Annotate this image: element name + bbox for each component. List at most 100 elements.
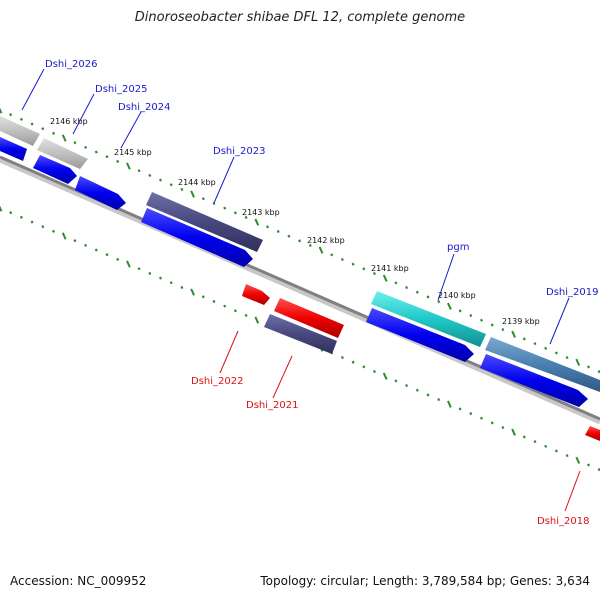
tick-mark [382, 274, 388, 282]
tick-mark [84, 145, 88, 149]
leader-line [272, 355, 293, 399]
tick-mark [565, 454, 569, 458]
tick-mark [244, 215, 248, 220]
tick-mark [426, 393, 430, 397]
tick-mark [190, 288, 195, 296]
tick-mark [61, 134, 67, 142]
tick-mark [501, 426, 505, 430]
leader-line [213, 156, 235, 204]
tick-mark [394, 281, 398, 285]
tick-mark [0, 107, 3, 114]
tick-mark [501, 328, 505, 332]
tick-mark [533, 440, 537, 444]
tick-mark [9, 113, 13, 117]
tick-mark [126, 260, 131, 268]
gene-label-dshi-2025[interactable]: Dshi_2025 [95, 84, 147, 95]
tick-mark [137, 169, 141, 173]
tick-mark [61, 232, 67, 240]
tick-mark [126, 162, 131, 170]
kbp-label: 2144 kbp [178, 178, 216, 187]
tick-mark [447, 302, 452, 310]
tick-mark [73, 239, 77, 243]
tick-mark [116, 159, 120, 163]
tick-mark [351, 360, 355, 364]
gene-label-dshi-2023[interactable]: Dshi_2023 [213, 146, 265, 157]
tick-mark [362, 267, 366, 271]
tick-mark [480, 318, 483, 322]
tick-mark [373, 369, 376, 374]
kbp-label: 2141 kbp [371, 264, 409, 273]
tick-mark [148, 271, 152, 275]
kbp-label: 2146 kbp [50, 117, 88, 126]
tick-mark [105, 253, 109, 257]
cds-arrow[interactable] [366, 308, 474, 362]
tick-mark [480, 416, 483, 420]
gene-feature-dshi-2022-a[interactable] [242, 284, 270, 305]
gene-feature-dshi-2023[interactable] [146, 192, 263, 252]
gene-feature-dshi-2019[interactable] [485, 337, 600, 392]
gene-label-dshi-2022[interactable]: Dshi_2022 [191, 376, 243, 387]
gene-label-dshi-2024[interactable]: Dshi_2024 [118, 102, 170, 113]
tick-mark [458, 309, 462, 313]
tick-mark [52, 131, 55, 135]
tick-mark [30, 220, 34, 224]
tick-mark [415, 388, 419, 392]
tick-mark [137, 267, 141, 271]
tick-mark [522, 435, 526, 439]
tick-mark [330, 253, 334, 257]
leader-line [120, 111, 142, 149]
tick-mark [554, 449, 558, 453]
gene-feature-dshi-2025[interactable] [37, 138, 88, 169]
tick-mark [575, 358, 581, 366]
gene-feature-dshi-2021[interactable] [264, 314, 337, 354]
tick-mark [0, 205, 3, 212]
tick-mark [415, 290, 419, 294]
genome-backbone-shadow [0, 157, 600, 425]
tick-mark [276, 229, 280, 234]
tick-mark [116, 257, 120, 261]
tick-mark [94, 150, 98, 154]
cds-arrow[interactable] [33, 155, 77, 184]
gene-label-dshi-2019[interactable]: Dshi_2019 [546, 287, 598, 298]
tick-mark [52, 229, 55, 233]
leader-line [437, 253, 455, 301]
tick-mark [159, 276, 162, 280]
tick-mark [554, 351, 558, 355]
tick-mark [469, 314, 473, 318]
cds-arrow[interactable] [480, 354, 588, 407]
tick-mark [587, 365, 590, 369]
tick-mark [458, 407, 462, 411]
leader-line [21, 68, 45, 111]
gene-feature-dshi-2026[interactable] [0, 116, 40, 146]
tick-mark [373, 271, 376, 276]
gene-feature-dshi-2018[interactable] [585, 426, 600, 441]
gene-label-dshi-2021[interactable]: Dshi_2021 [246, 400, 298, 411]
tick-mark [340, 257, 344, 262]
gene-label-pgm[interactable]: pgm [447, 242, 469, 253]
gene-feature-dshi-2022-b[interactable] [274, 298, 344, 338]
cds-arrow[interactable] [0, 137, 27, 161]
gene-label-dshi-2018[interactable]: Dshi_2018 [537, 516, 589, 527]
tick-mark [169, 281, 173, 285]
tick-mark [382, 372, 388, 380]
cds-arrow[interactable] [75, 176, 126, 210]
tick-mark [405, 285, 409, 290]
tick-mark [405, 383, 409, 388]
tick-mark [148, 173, 152, 177]
tick-mark [318, 246, 324, 254]
cds-arrow[interactable] [141, 208, 253, 267]
tick-mark [490, 421, 494, 425]
tick-mark [223, 304, 227, 308]
tick-mark [19, 117, 23, 121]
tick-mark [351, 262, 355, 266]
tick-mark [9, 211, 13, 215]
tick-mark [587, 463, 590, 467]
tick-mark [180, 285, 184, 289]
tick-mark [105, 155, 109, 159]
tick-mark [223, 206, 227, 210]
tick-mark [544, 346, 548, 350]
kbp-labels: 2146 kbp 2145 kbp 2144 kbp 2143 kbp 2142… [50, 117, 540, 326]
gene-label-dshi-2026[interactable]: Dshi_2026 [45, 59, 97, 70]
tick-mark [340, 355, 344, 360]
gene-feature-pgm[interactable] [371, 291, 486, 347]
